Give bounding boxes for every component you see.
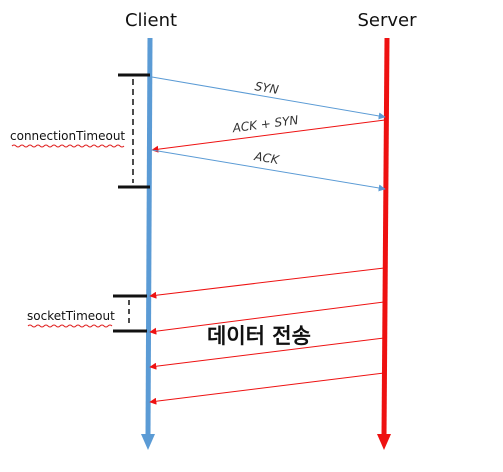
server-lifeline-arrowhead [377, 434, 391, 450]
ack-label: ACK [252, 149, 281, 167]
spellcheck-underline [27, 324, 113, 328]
ack-arrow [151, 149, 386, 192]
ack-syn-arrow [151, 119, 386, 153]
data-transfer-arrow [149, 301, 385, 335]
syn-arrow [151, 76, 386, 120]
socket-timeout-bracket [113, 294, 147, 333]
syn-label: SYN [254, 79, 280, 97]
data-transfer-label: 데이터 전송 [207, 324, 311, 348]
connection-timeout-bracket [118, 73, 150, 189]
socket-timeout-label: socketTimeout [27, 309, 115, 323]
data-transfer-arrow [149, 267, 385, 299]
server-lifeline [381, 37, 390, 437]
client-lifeline-arrowhead [141, 434, 155, 450]
connection-timeout-label: connectionTimeout [10, 129, 125, 143]
server-label: Server [357, 10, 417, 31]
spellcheck-underline [11, 144, 125, 148]
client-label: Client [125, 10, 177, 31]
client-lifeline [145, 37, 153, 437]
data-transfer-arrow [149, 372, 385, 405]
data-transfer-arrow [149, 337, 385, 370]
